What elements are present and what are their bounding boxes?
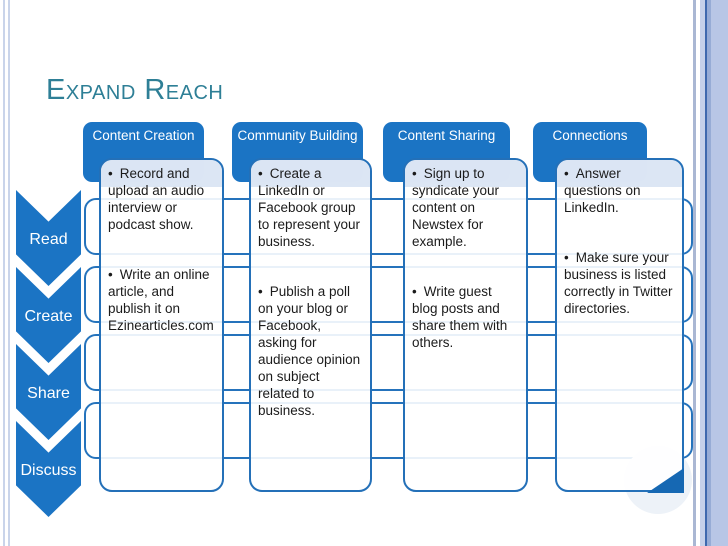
column-body-content-sharing: •Sign up to syndicate your content on Ne… — [403, 158, 528, 492]
bullet-marker: • — [564, 250, 569, 265]
column-body-community-building: •Create a LinkedIn or Facebook group to … — [249, 158, 372, 492]
bullet-text: Publish a poll on your blog or Facebook,… — [258, 284, 361, 418]
bullet-marker: • — [258, 284, 263, 299]
left-border-line — [8, 0, 10, 546]
chevron-label: Discuss — [20, 462, 77, 479]
right-border-stripe — [700, 0, 705, 546]
bullet-text: Sign up to syndicate your content on New… — [412, 166, 500, 249]
bullet-item: •Write an online article, and publish it… — [108, 266, 215, 334]
left-border-line — [3, 0, 5, 546]
page-title: Expand Reach — [46, 74, 224, 106]
chevron-label: Share — [27, 385, 70, 402]
bullet-marker: • — [108, 166, 113, 181]
right-border-stripe — [711, 0, 728, 546]
column-body-text: •Sign up to syndicate your content on Ne… — [405, 160, 526, 356]
chevron-read: Read — [16, 190, 81, 286]
bullet-marker: • — [412, 166, 417, 181]
bullet-text: Create a LinkedIn or Facebook group to r… — [258, 166, 361, 249]
bullet-item: •Create a LinkedIn or Facebook group to … — [258, 165, 363, 250]
bullet-marker: • — [108, 267, 113, 282]
bullet-item: •Record and upload an audio interview or… — [108, 165, 215, 233]
right-border-line — [705, 0, 707, 546]
bullet-marker: • — [412, 284, 417, 299]
bullet-text: Answer questions on LinkedIn. — [564, 166, 641, 215]
bullet-marker: • — [258, 166, 263, 181]
bullet-text: Make sure your business is listed correc… — [564, 250, 673, 316]
bullet-text: Record and upload an audio interview or … — [108, 166, 205, 232]
bullet-text: Write guest blog posts and share them wi… — [412, 284, 508, 350]
right-border-stripe — [707, 0, 711, 546]
bullet-item: •Answer questions on LinkedIn. — [564, 165, 675, 216]
column-body-content-creation: •Record and upload an audio interview or… — [99, 158, 224, 492]
bullet-item: •Publish a poll on your blog or Facebook… — [258, 283, 363, 419]
column-body-text: •Create a LinkedIn or Facebook group to … — [251, 160, 370, 424]
bullet-text: Write an online article, and publish it … — [108, 267, 214, 333]
bullet-item: •Make sure your business is listed corre… — [564, 249, 675, 317]
bullet-item: •Sign up to syndicate your content on Ne… — [412, 165, 519, 250]
right-border-line — [693, 0, 696, 546]
column-body-text: •Record and upload an audio interview or… — [101, 160, 222, 339]
bullet-marker: • — [564, 166, 569, 181]
column-body-text: •Answer questions on LinkedIn. •Make sur… — [557, 160, 682, 322]
bullet-item: •Write guest blog posts and share them w… — [412, 283, 519, 351]
column-body-connections: •Answer questions on LinkedIn. •Make sur… — [555, 158, 684, 492]
chevron-label: Create — [24, 308, 73, 325]
chevron-label: Read — [29, 231, 68, 248]
